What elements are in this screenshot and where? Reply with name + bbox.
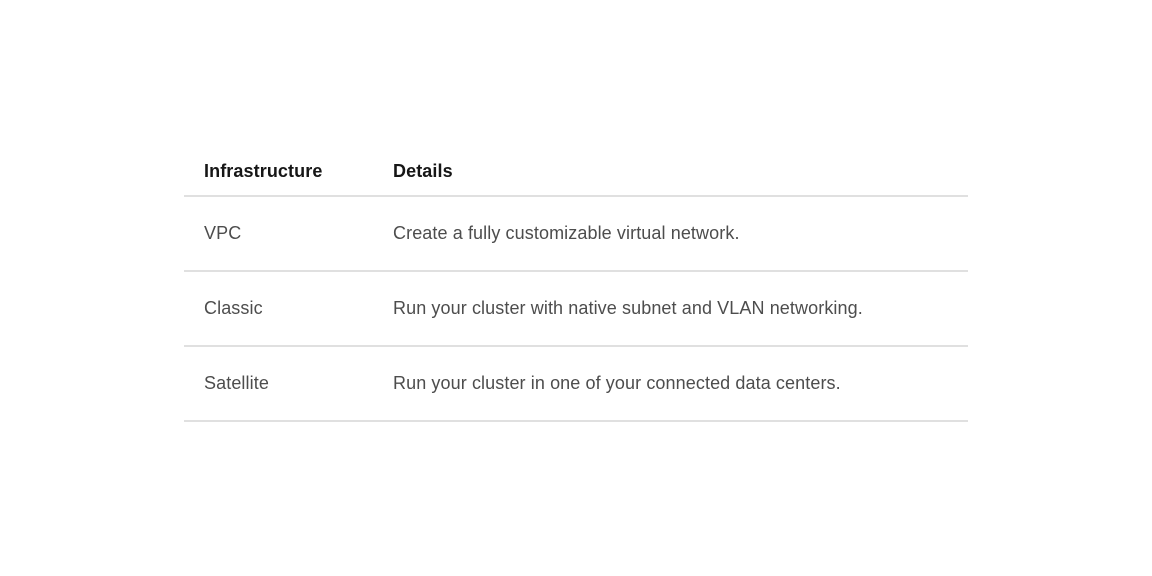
table-row: VPC Create a fully customizable virtual … xyxy=(184,197,968,272)
cell-details-satellite: Run your cluster in one of your connecte… xyxy=(393,373,841,393)
table-header-row: Infrastructure Details xyxy=(184,147,968,197)
cell-infrastructure-vpc: VPC xyxy=(204,223,242,243)
cell-infrastructure-classic: Classic xyxy=(204,298,263,318)
table-row: Satellite Run your cluster in one of you… xyxy=(184,347,968,422)
infrastructure-table: Infrastructure Details VPC Create a full… xyxy=(184,147,968,422)
cell-details-classic: Run your cluster with native subnet and … xyxy=(393,298,863,318)
cell-infrastructure-satellite: Satellite xyxy=(204,373,269,393)
column-header-details: Details xyxy=(393,160,453,181)
column-header-infrastructure: Infrastructure xyxy=(204,160,323,181)
table-row: Classic Run your cluster with native sub… xyxy=(184,272,968,347)
cell-details-vpc: Create a fully customizable virtual netw… xyxy=(393,223,740,243)
